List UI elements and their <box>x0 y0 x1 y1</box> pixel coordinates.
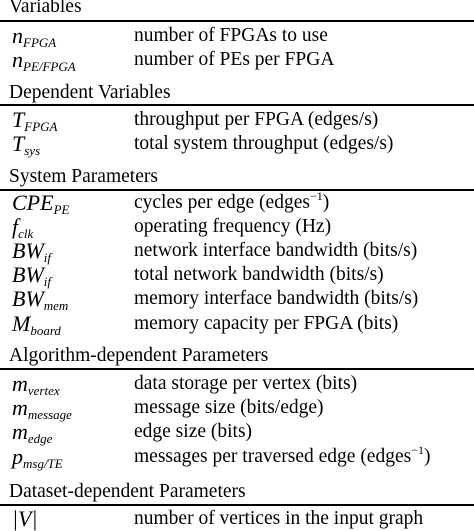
section-rule <box>0 504 474 506</box>
symbol: medge <box>12 419 53 446</box>
table-row: BWmem memory interface bandwidth (bits/s… <box>0 286 474 313</box>
description: memory interface bandwidth (bits/s) <box>134 288 419 309</box>
description: throughput per FPGA (edges/s) <box>134 109 379 130</box>
section-title-system-parameters: System Parameters <box>9 166 158 187</box>
symbol: CPEPE <box>12 190 70 217</box>
description: operating frequency (Hz) <box>134 216 332 237</box>
description: total system throughput (edges/s) <box>134 133 394 154</box>
table-row: pmsg/TE messages per traversed edge (edg… <box>0 443 474 471</box>
symbol: Mboard <box>12 311 61 338</box>
symbol: |V| <box>12 506 38 531</box>
description: cycles per edge (edges−1) <box>134 189 330 213</box>
symbol: nFPGA <box>12 23 57 50</box>
description: messages per traversed edge (edges−1) <box>134 443 431 467</box>
table-row: nPE/FPGA number of PEs per FPGA <box>0 47 474 74</box>
description: number of FPGAs to use <box>134 25 328 46</box>
symbol: BWif <box>12 262 51 289</box>
description: memory capacity per FPGA (bits) <box>134 313 399 334</box>
symbol: nPE/FPGA <box>12 47 76 74</box>
section-rule <box>0 368 474 370</box>
section-title-dependent-variables: Dependent Variables <box>9 82 171 103</box>
symbol: mvertex <box>12 371 60 398</box>
symbol: BWmem <box>12 286 69 313</box>
table-row: BWif network interface bandwidth (bits/s… <box>0 238 474 265</box>
table-row: fclk operating frequency (Hz) <box>0 214 474 241</box>
description: number of vertices in the input graph <box>134 508 424 529</box>
section-title-variables: Variables <box>9 0 82 17</box>
section-title-dataset-dependent-parameters: Dataset-dependent Parameters <box>9 481 246 502</box>
description: total network bandwidth (bits/s) <box>134 264 384 285</box>
symbol: TFPGA <box>12 107 58 134</box>
description: edge size (bits) <box>134 421 253 442</box>
symbol: fclk <box>12 214 34 241</box>
symbol: mmessage <box>12 395 72 422</box>
description: network interface bandwidth (bits/s) <box>134 240 418 261</box>
description: data storage per vertex (bits) <box>134 373 358 394</box>
table-row: CPEPE cycles per edge (edges−1) <box>0 189 474 217</box>
description: number of PEs per FPGA <box>134 49 335 70</box>
section-title-algorithm-dependent-parameters: Algorithm-dependent Parameters <box>9 345 269 366</box>
section-rule <box>0 104 474 106</box>
section-rule <box>0 189 474 191</box>
table-row: Tsys total system throughput (edges/s) <box>0 131 474 158</box>
table-row: nFPGA number of FPGAs to use <box>0 23 474 50</box>
table-row: Mboard memory capacity per FPGA (bits) <box>0 311 474 338</box>
symbol: pmsg/TE <box>12 444 63 471</box>
table-row: |V| number of vertices in the input grap… <box>0 507 474 531</box>
table-row: medge edge size (bits) <box>0 419 474 446</box>
table-row: mvertex data storage per vertex (bits) <box>0 371 474 398</box>
table-row: mmessage message size (bits/edge) <box>0 395 474 422</box>
table-row: BWif total network bandwidth (bits/s) <box>0 262 474 289</box>
symbol: Tsys <box>12 131 41 158</box>
symbol: BWif <box>12 238 51 265</box>
section-rule <box>0 20 474 22</box>
table-row: TFPGA throughput per FPGA (edges/s) <box>0 107 474 134</box>
description: message size (bits/edge) <box>134 397 324 418</box>
